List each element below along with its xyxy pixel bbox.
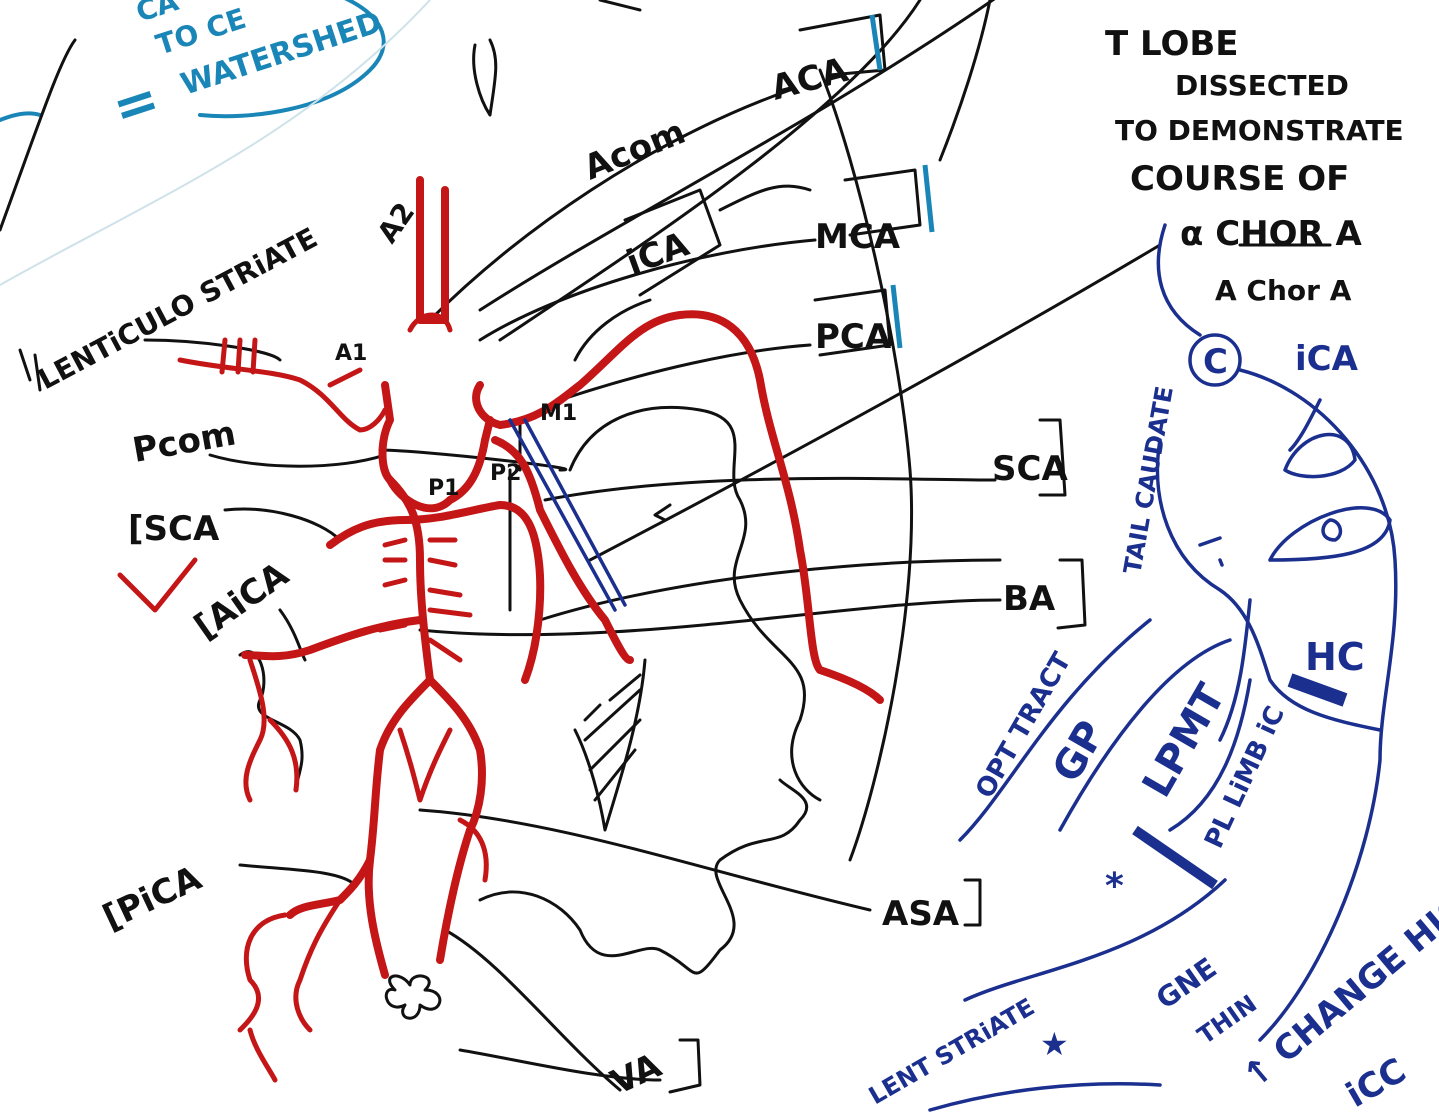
teal-stroke <box>0 113 40 120</box>
label-gne: GNE <box>1150 951 1223 1016</box>
note-line2: DISSECTED <box>1175 69 1349 102</box>
note-line4: COURSE OF <box>1130 159 1349 199</box>
label-va: VA <box>605 1045 668 1103</box>
note-line5: α CHOR A <box>1180 214 1363 254</box>
check-mark <box>120 560 195 610</box>
label-va-group: VA <box>605 1040 700 1103</box>
teal-note-equals: = <box>105 66 168 140</box>
label-pca: PCA <box>815 317 892 357</box>
note-line1: T LOBE <box>1105 24 1239 64</box>
label-m1: M1 <box>540 401 577 426</box>
label-mca-group: MCA <box>815 165 932 257</box>
label-opt-tract: OPT TRACT <box>970 647 1077 803</box>
label-sca-right: SCA <box>992 449 1068 489</box>
label-capsule-ica: iCA <box>1295 339 1359 379</box>
label-acom: Acom <box>578 112 691 189</box>
label-icc: iCC <box>1340 1050 1413 1112</box>
label-a2: A2 <box>371 196 422 249</box>
top-right-note: T LOBE DISSECTED TO DEMONSTRATE COURSE O… <box>1105 24 1404 307</box>
label-pcom: Pcom <box>130 413 239 470</box>
label-aca: ACA <box>767 50 853 109</box>
label-a1: A1 <box>335 341 367 366</box>
label-aca-group: ACA <box>767 15 885 109</box>
label-p2: P2 <box>490 461 521 486</box>
label-ica-group: iCA <box>621 190 720 295</box>
teal-note: CA TO CE WATERSHED = <box>0 0 430 285</box>
label-thin: THIN <box>1192 989 1262 1049</box>
label-acom-group: Acom <box>578 112 691 189</box>
label-change-high: ↑ CHANGE HIGH <box>1235 868 1439 1097</box>
label-sca-left: [SCA <box>128 509 220 549</box>
label-ba-group: BA <box>1003 560 1085 628</box>
label-aica: [AiCA <box>187 554 296 647</box>
label-asa-group: ASA <box>882 880 980 934</box>
label-star: * <box>1105 866 1124 907</box>
note-line3: TO DEMONSTRATE <box>1115 114 1404 147</box>
label-hc: HC <box>1305 635 1365 679</box>
label-gp: GP <box>1044 713 1115 790</box>
label-mca: MCA <box>815 217 901 257</box>
note-line6: A Chor A <box>1215 274 1352 307</box>
label-pca-group: PCA <box>815 285 900 357</box>
label-ba: BA <box>1003 579 1056 619</box>
internal-capsule-diagram: C iCA TAIL CAUDATE HC OPT TRACT GP LPMT … <box>864 225 1439 1112</box>
label-lenticulostriate: LENTiCULO STRiATE <box>33 221 323 396</box>
label-c: C <box>1203 342 1228 382</box>
label-p1: P1 <box>428 476 459 501</box>
label-pica: [PiCA <box>97 858 208 938</box>
star-icon: ★ <box>1040 1025 1069 1063</box>
label-tail-caudate: TAIL CAUDATE <box>1118 384 1179 576</box>
label-sca-right-group: SCA <box>992 420 1068 495</box>
label-asa: ASA <box>882 894 960 934</box>
label-ica: iCA <box>621 224 694 283</box>
